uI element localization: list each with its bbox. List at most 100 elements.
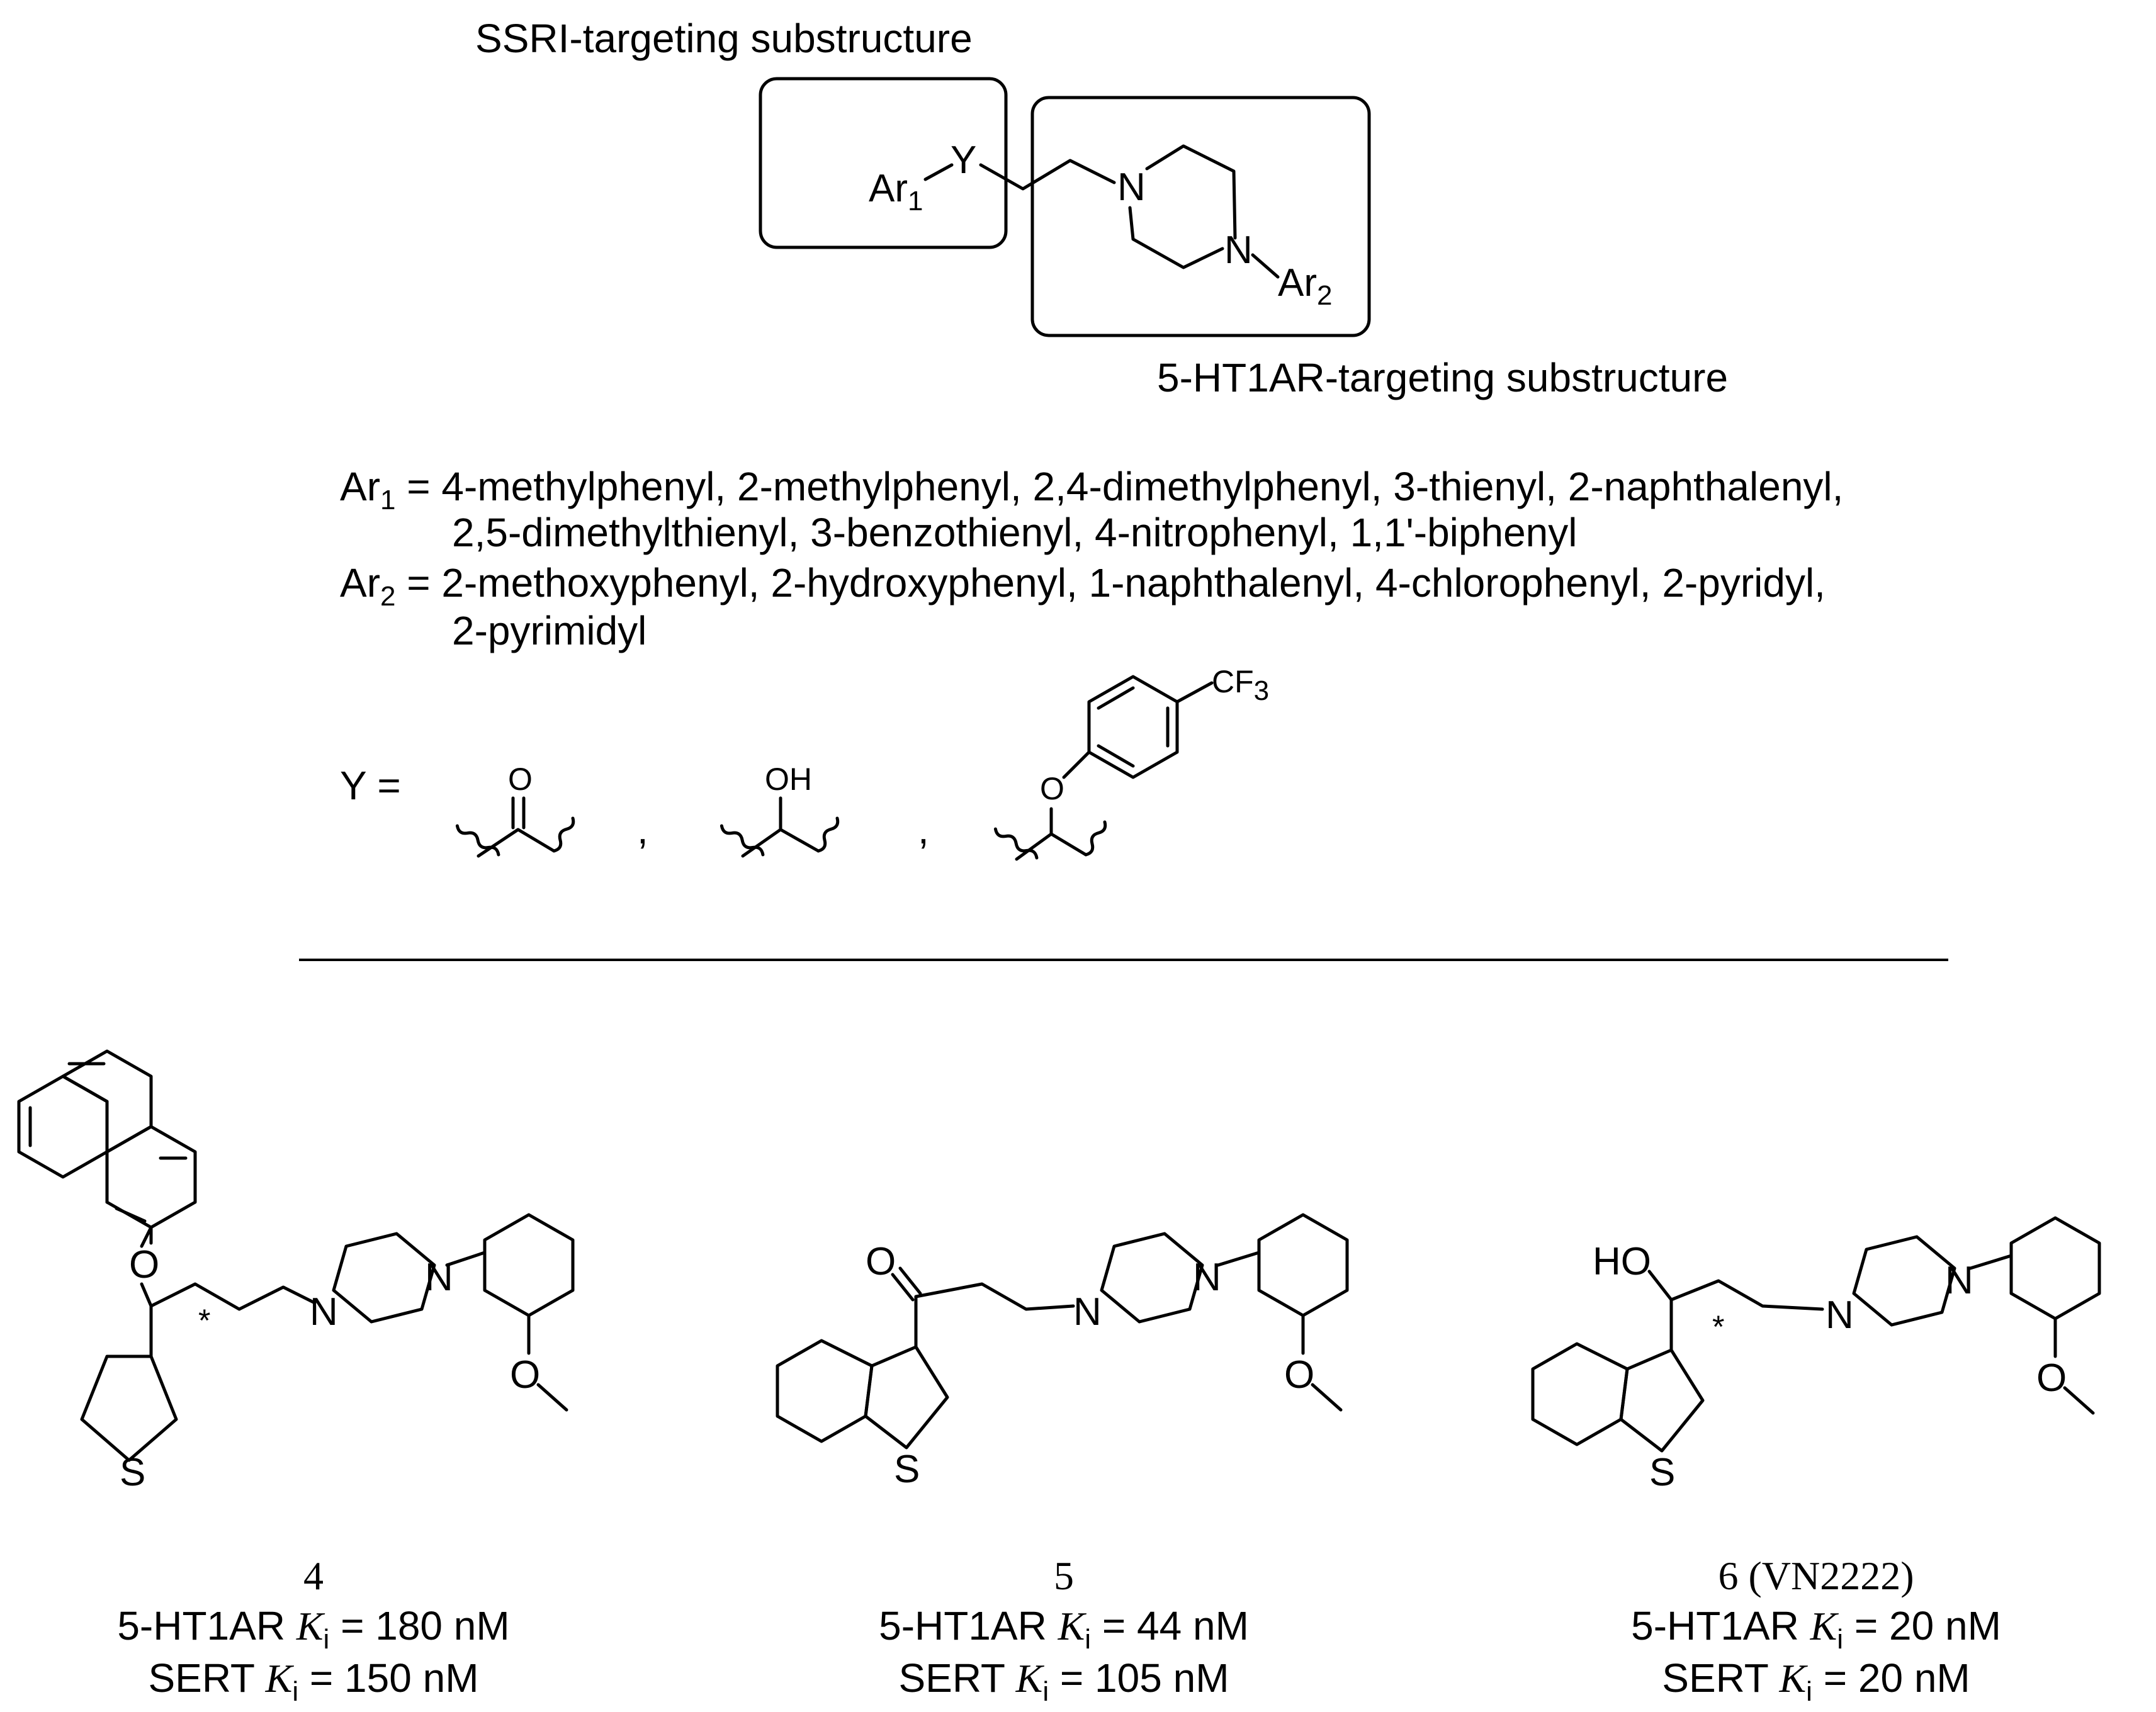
bond bbox=[2063, 1386, 2095, 1415]
benzene-ring bbox=[1531, 1342, 1629, 1446]
ar1-definition-line1: Ar1 = 4-methylphenyl, 2-methylphenyl, 2,… bbox=[340, 464, 1843, 515]
wavy-bond bbox=[816, 816, 840, 853]
piperazine-n2-label: N bbox=[1224, 228, 1253, 272]
compound-4-ht1ar-ki: 5-HT1AR Ki = 180 nM bbox=[117, 1603, 509, 1655]
aromatic-bond bbox=[1097, 686, 1135, 710]
compound-5-n2: N bbox=[1193, 1256, 1221, 1299]
compound-6-id: 6 (VN2222) bbox=[1718, 1553, 1914, 1598]
ar2-atom-label: Ar2 bbox=[1278, 261, 1332, 311]
comma: , bbox=[918, 807, 929, 852]
compound-6-ht1ar-ki: 5-HT1AR Ki = 20 nM bbox=[1631, 1603, 2001, 1655]
bond bbox=[1311, 1383, 1343, 1412]
compound-5-sulfur: S bbox=[894, 1448, 920, 1491]
thiophene-ring bbox=[80, 1354, 178, 1462]
benzene-ring bbox=[2009, 1216, 2101, 1321]
compound-6-methoxy-oxygen: O bbox=[2036, 1356, 2067, 1400]
bond bbox=[477, 828, 556, 858]
naphthalene-ring bbox=[105, 1125, 197, 1229]
naphthalene-ring bbox=[17, 1074, 109, 1179]
compound-5-oxygen: O bbox=[866, 1240, 896, 1283]
bond bbox=[1968, 1254, 2013, 1270]
compound-6-sert-ki: SERT Ki = 20 nM bbox=[1662, 1655, 1970, 1707]
ether-oxygen-label: O bbox=[1040, 771, 1064, 806]
ht1ar-substructure-label: 5-HT1AR-targeting substructure bbox=[1157, 355, 1728, 400]
ar2-definition-line2: 2-pyrimidyl bbox=[452, 608, 646, 653]
ssri-substructure-label: SSRI-targeting substructure bbox=[475, 16, 973, 61]
compound-6-structure: HO * S N N O bbox=[1531, 1216, 2101, 1494]
double-bond bbox=[898, 1266, 922, 1295]
compound-4-methoxy-oxygen: O bbox=[510, 1353, 540, 1397]
piperazine-ring bbox=[332, 1232, 436, 1324]
piperazine-ring bbox=[1852, 1235, 1956, 1327]
compound-4-sulfur: S bbox=[120, 1451, 145, 1494]
compound-5-structure: O S N N O bbox=[776, 1213, 1349, 1491]
ar1-atom-label: Ar1 bbox=[869, 167, 923, 217]
y-definition-label: Y = bbox=[340, 763, 401, 808]
compound-4-oxygen: O bbox=[129, 1243, 159, 1287]
thiophene-ring bbox=[864, 1345, 949, 1450]
bond bbox=[1216, 1251, 1261, 1267]
bond bbox=[140, 1225, 153, 1248]
bond bbox=[445, 1251, 487, 1267]
y-option-ketone: O bbox=[455, 762, 575, 858]
y-atom-label: Y bbox=[951, 138, 976, 182]
bond bbox=[536, 1383, 568, 1412]
compound-5-n1: N bbox=[1073, 1290, 1102, 1334]
compound-6-n1: N bbox=[1826, 1293, 1854, 1337]
piperazine-bond bbox=[1128, 206, 1224, 269]
comma: , bbox=[637, 807, 648, 852]
benzene-ring bbox=[483, 1213, 575, 1317]
bond bbox=[1015, 832, 1088, 861]
cf3-label: CF3 bbox=[1212, 664, 1269, 706]
ar2-definition-line1: Ar2 = 2-methoxyphenyl, 2-hydroxyphenyl, … bbox=[340, 560, 1826, 612]
benzene-ring bbox=[1087, 675, 1179, 779]
compound-6-n2: N bbox=[1945, 1259, 1973, 1302]
substituent-definitions: Ar1 = 4-methylphenyl, 2-methylphenyl, 2,… bbox=[340, 464, 1843, 861]
compound-4-sert-ki: SERT Ki = 150 nM bbox=[148, 1655, 478, 1707]
hydroxyl-label: OH bbox=[765, 762, 812, 797]
chain-bond bbox=[1669, 1279, 1824, 1311]
bond bbox=[1062, 750, 1091, 779]
compound-6-sulfur: S bbox=[1649, 1451, 1675, 1494]
compound-5-caption: 5 5-HT1AR Ki = 44 nM SERT Ki = 105 nM bbox=[879, 1553, 1249, 1707]
compound-4-stereo-star: * bbox=[198, 1303, 210, 1338]
wavy-bond bbox=[455, 824, 500, 857]
bond bbox=[1175, 681, 1214, 704]
compound-4-structure: O * S N N O bbox=[17, 1049, 575, 1494]
piperazine-bond bbox=[1145, 144, 1237, 240]
bond bbox=[923, 163, 954, 181]
scaffold-structure: SSRI-targeting substructure 5-HT1AR-targ… bbox=[475, 16, 1728, 400]
ssri-substructure-box bbox=[759, 77, 1008, 249]
aromatic-bond bbox=[1097, 744, 1135, 768]
wavy-bond bbox=[1084, 820, 1107, 857]
piperazine-ring bbox=[1100, 1232, 1204, 1324]
compound-6-caption: 6 (VN2222) 5-HT1AR Ki = 20 nM SERT Ki = … bbox=[1631, 1553, 2001, 1707]
compound-4-n1: N bbox=[310, 1290, 338, 1334]
naphthalene-ring bbox=[61, 1049, 153, 1154]
piperazine-n1-label: N bbox=[1117, 166, 1146, 209]
wavy-bond bbox=[993, 827, 1039, 860]
bond bbox=[1251, 253, 1280, 279]
bond bbox=[741, 828, 820, 858]
compound-4-caption: 4 5-HT1AR Ki = 180 nM SERT Ki = 150 nM bbox=[117, 1553, 509, 1707]
compound-4-n2: N bbox=[425, 1256, 453, 1299]
benzene-ring bbox=[776, 1339, 874, 1443]
ar1-definition-line2: 2,5-dimethylthienyl, 3-benzothienyl, 4-n… bbox=[452, 510, 1577, 555]
compound-5-id: 5 bbox=[1054, 1553, 1074, 1598]
double-bond bbox=[891, 1273, 915, 1302]
chain-bond bbox=[914, 1282, 1075, 1311]
compound-5-ht1ar-ki: 5-HT1AR Ki = 44 nM bbox=[879, 1603, 1249, 1655]
bond bbox=[1647, 1270, 1673, 1302]
compound-6-hydroxyl: HO bbox=[1593, 1240, 1651, 1283]
compound-5-sert-ki: SERT Ki = 105 nM bbox=[898, 1655, 1229, 1707]
wavy-bond bbox=[720, 824, 765, 857]
compound-6-stereo-star: * bbox=[1712, 1309, 1724, 1344]
ketone-oxygen-label: O bbox=[508, 762, 533, 797]
compound-5-methoxy-oxygen: O bbox=[1284, 1353, 1314, 1397]
y-option-hydroxyl: OH bbox=[720, 762, 840, 858]
wavy-bond bbox=[552, 816, 575, 853]
ht1ar-substructure-box bbox=[1030, 96, 1371, 337]
bond bbox=[140, 1282, 153, 1308]
thiophene-ring bbox=[1619, 1348, 1705, 1453]
